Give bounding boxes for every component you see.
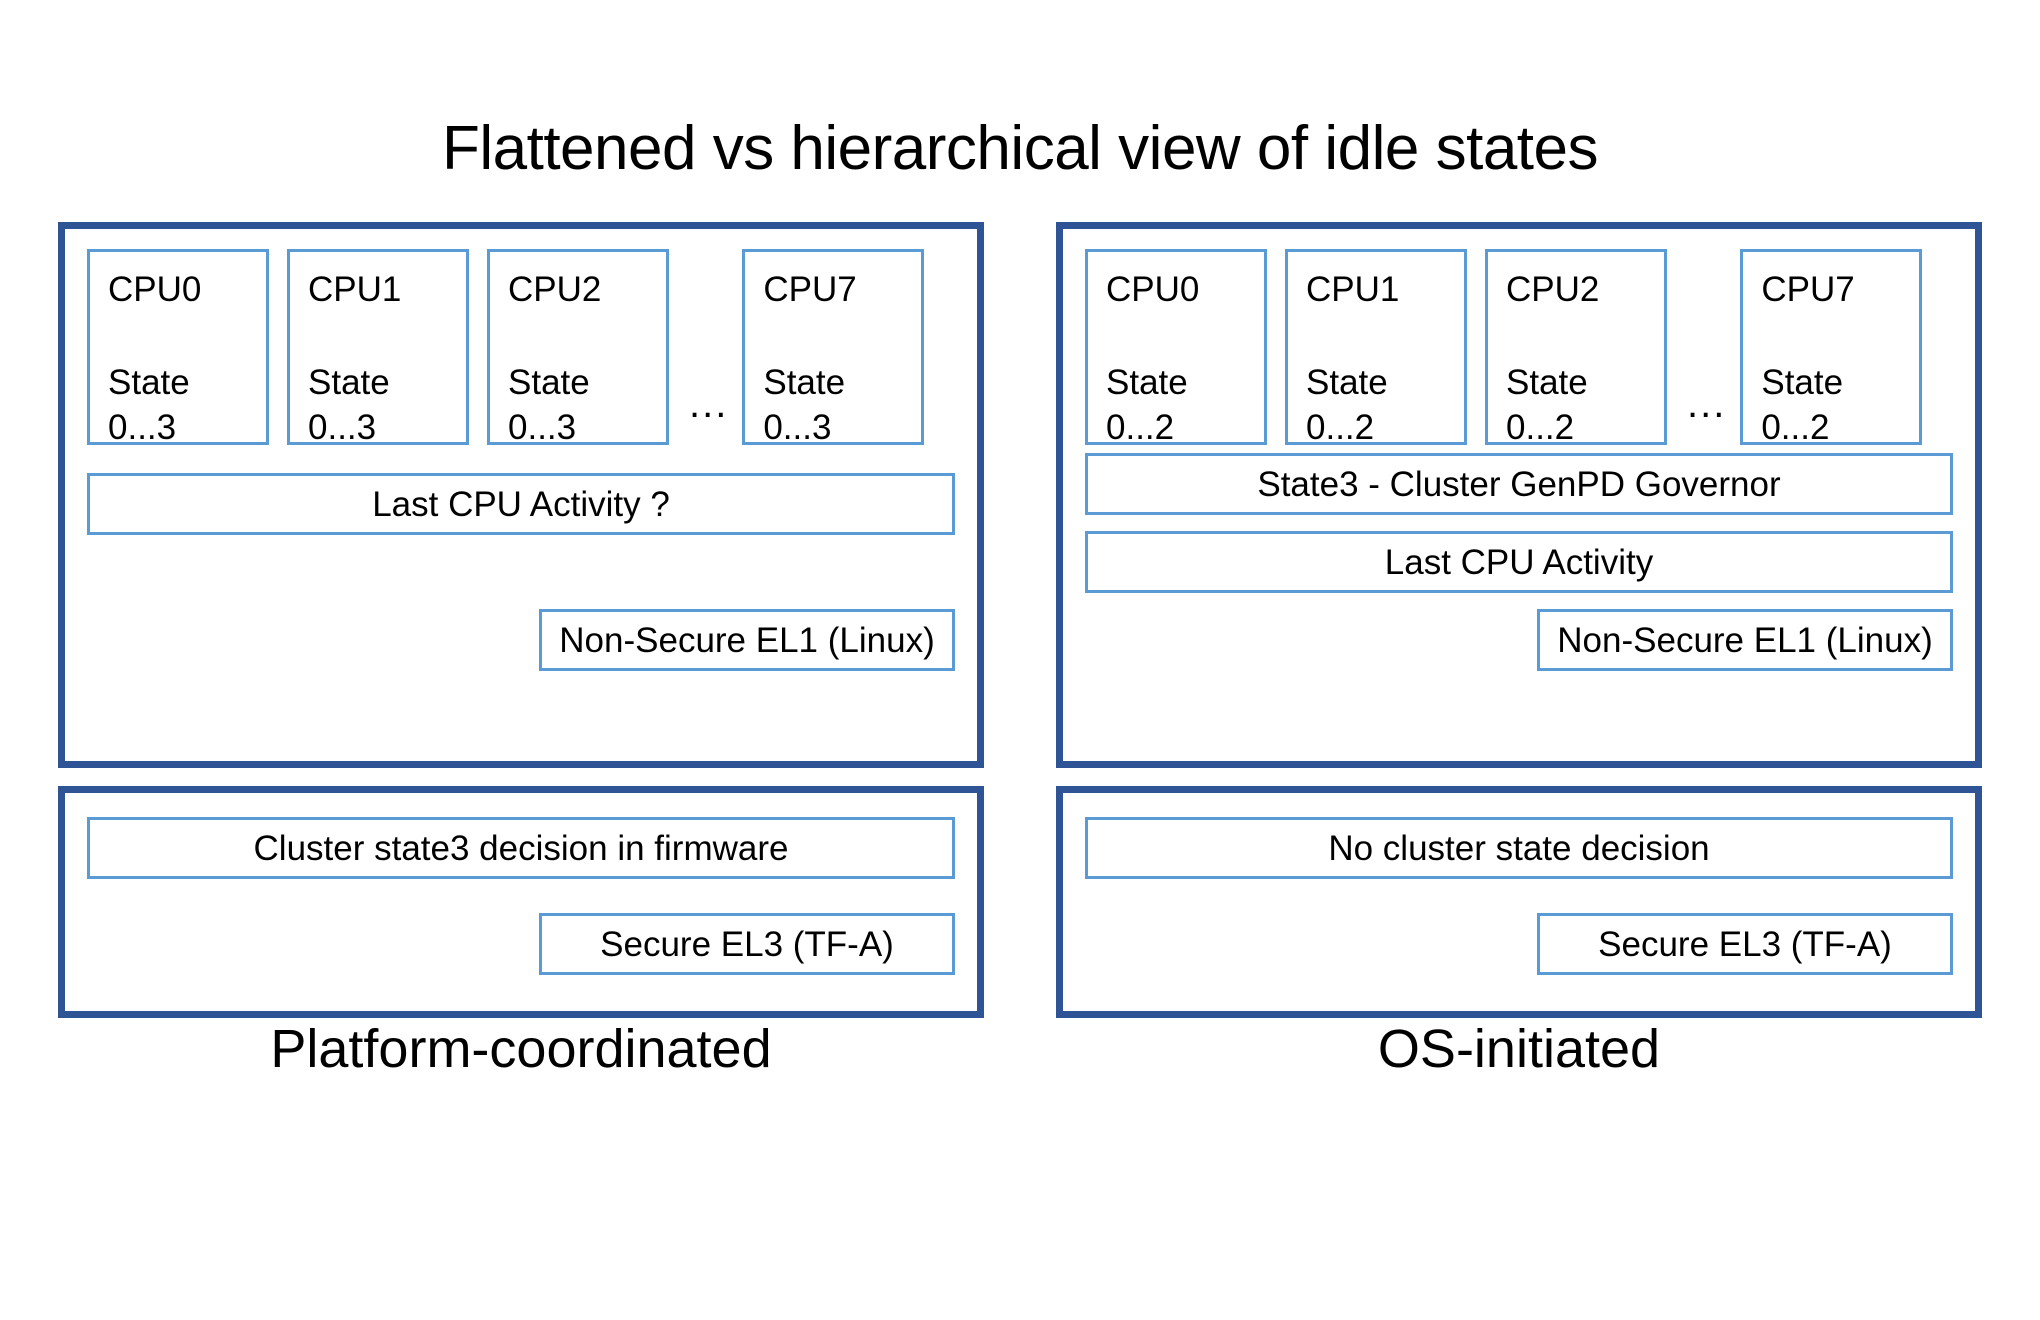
cluster-genpd-governor-bar[interactable]: State3 - Cluster GenPD Governor xyxy=(1085,453,1953,515)
cpu-box[interactable]: CPU7 State 0...2 xyxy=(1740,249,1923,447)
cpu-name: CPU0 xyxy=(108,270,202,309)
cpu-box[interactable]: CPU0 State 0...3 xyxy=(87,249,269,447)
page-title: Flattened vs hierarchical view of idle s… xyxy=(441,114,1599,183)
cpu-state-label: State xyxy=(1306,362,1388,402)
cpu-state-label: State xyxy=(108,362,190,402)
cpu-box[interactable]: CPU1 State 0...3 xyxy=(287,249,469,447)
cpu-state-range: 0...2 xyxy=(1106,407,1175,447)
exception-level-el1-tag: Non-Secure EL1 (Linux) xyxy=(539,609,955,671)
cluster-decision-bar[interactable]: Cluster state3 decision in firmware xyxy=(87,817,955,879)
cpu-row: CPU0 State 0...3 CPU1 State 0...3 CPU2 S… xyxy=(87,249,955,447)
cpu-box[interactable]: CPU2 State 0...2 xyxy=(1485,249,1667,447)
cpu-name: CPU2 xyxy=(508,270,602,309)
last-cpu-activity-bar[interactable]: Last CPU Activity xyxy=(1085,531,1953,593)
cpu-state-range: 0...3 xyxy=(308,407,377,447)
cpu-state-label: State xyxy=(763,362,846,402)
cpu-state-range: 0...3 xyxy=(508,407,577,447)
cpu-name: CPU1 xyxy=(308,270,402,309)
cpu-box[interactable]: CPU1 State 0...2 xyxy=(1285,249,1467,447)
cpu-state-range: 0...2 xyxy=(1761,407,1830,447)
cpu-box[interactable]: CPU0 State 0...2 xyxy=(1085,249,1267,447)
cpu-state-label: State xyxy=(508,362,590,402)
cpu-state-label: State xyxy=(1506,362,1588,402)
exception-level-el1-tag: Non-Secure EL1 (Linux) xyxy=(1537,609,1953,671)
cpu-state-label: State xyxy=(308,362,390,402)
cpu-ellipsis: ... xyxy=(689,382,729,426)
cpu-name: CPU2 xyxy=(1506,270,1600,309)
column-os-initiated: CPU0 State 0...2 CPU1 State 0...2 CPU2 S… xyxy=(1056,222,1982,1018)
cpu-state-range: 0...2 xyxy=(1506,407,1575,447)
cpu-state-label: State xyxy=(1106,362,1188,402)
secure-el3-panel: Cluster state3 decision in firmware Secu… xyxy=(58,786,984,1018)
cpu-box[interactable]: CPU7 State 0...3 xyxy=(742,249,925,447)
column-platform-coordinated: CPU0 State 0...3 CPU1 State 0...3 CPU2 S… xyxy=(58,222,984,1018)
cluster-decision-bar[interactable]: No cluster state decision xyxy=(1085,817,1953,879)
cpu-name: CPU1 xyxy=(1306,270,1400,309)
cpu-state-range: 0...2 xyxy=(1306,407,1375,447)
exception-level-el3-tag: Secure EL3 (TF-A) xyxy=(1537,913,1953,975)
cpu-state-range: 0...3 xyxy=(763,407,832,447)
exception-level-el3-tag: Secure EL3 (TF-A) xyxy=(539,913,955,975)
cpu-state-label: State xyxy=(1761,362,1844,402)
caption-os-initiated: OS-initiated xyxy=(1377,1019,1661,1079)
cpu-row: CPU0 State 0...2 CPU1 State 0...2 CPU2 S… xyxy=(1085,249,1953,447)
cpu-name: CPU7 xyxy=(763,270,857,309)
cpu-name: CPU7 xyxy=(1761,270,1855,309)
non-secure-el1-panel: CPU0 State 0...2 CPU1 State 0...2 CPU2 S… xyxy=(1056,222,1982,768)
non-secure-el1-panel: CPU0 State 0...3 CPU1 State 0...3 CPU2 S… xyxy=(58,222,984,768)
cpu-ellipsis: ... xyxy=(1687,382,1727,426)
caption-platform-coordinated: Platform-coordinated xyxy=(270,1019,772,1079)
secure-el3-panel: No cluster state decision Secure EL3 (TF… xyxy=(1056,786,1982,1018)
cpu-name: CPU0 xyxy=(1106,270,1200,309)
cpu-state-range: 0...3 xyxy=(108,407,177,447)
cpu-box[interactable]: CPU2 State 0...3 xyxy=(487,249,669,447)
last-cpu-activity-bar[interactable]: Last CPU Activity ? xyxy=(87,473,955,535)
